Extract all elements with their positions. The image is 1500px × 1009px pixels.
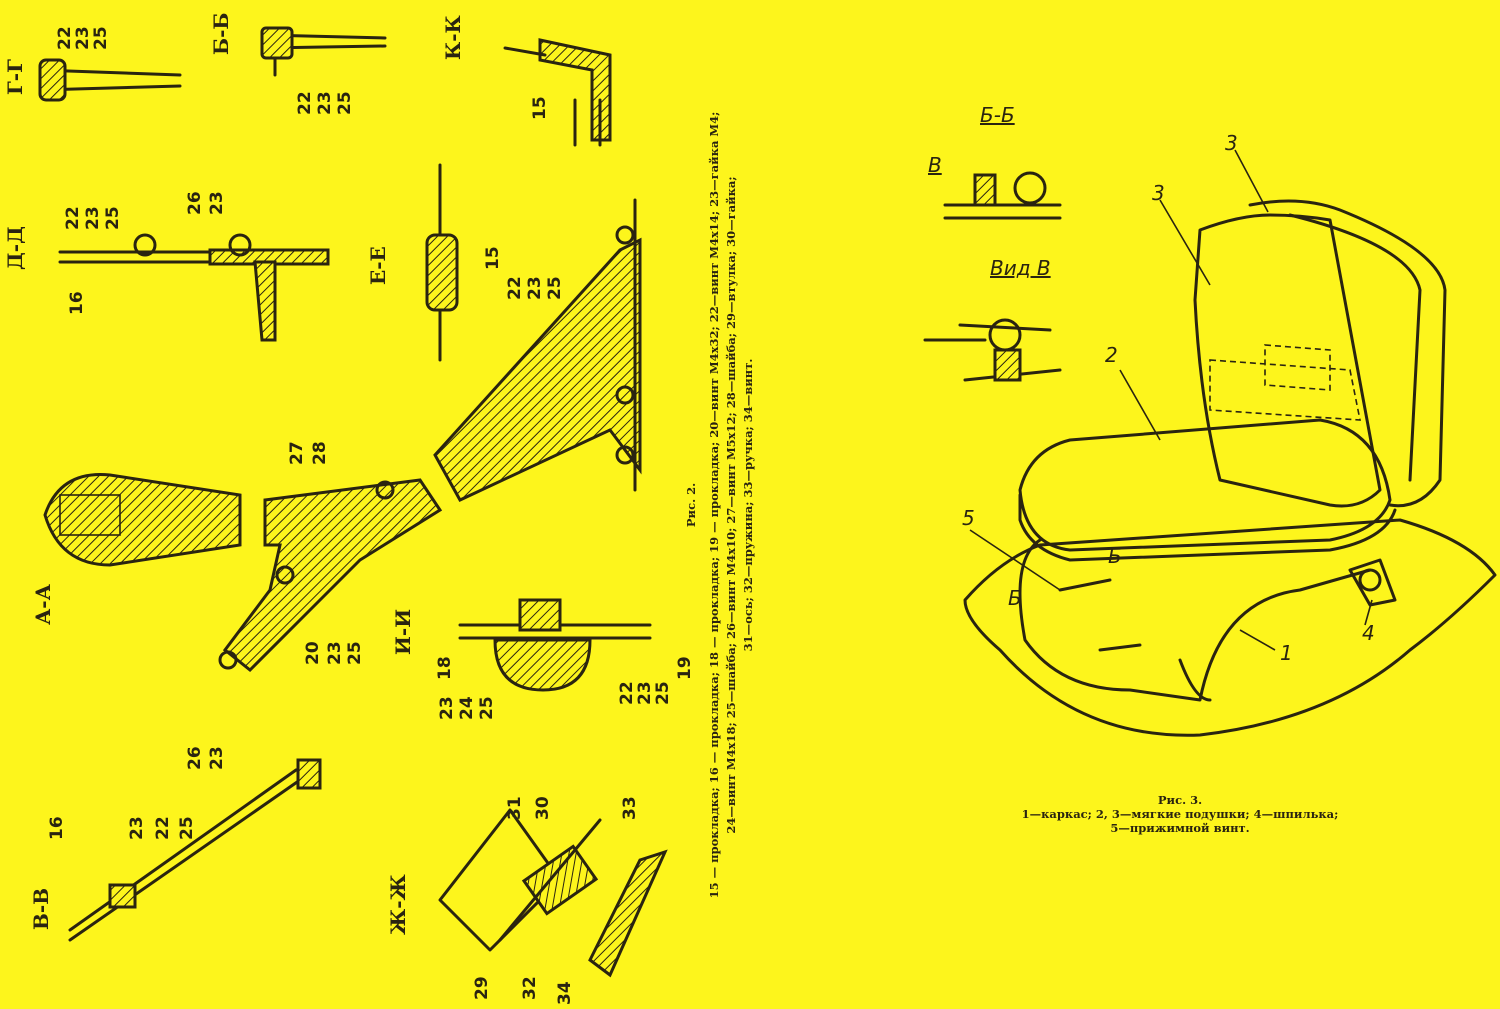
arm-bracket: 22 23 25 27 28 20 23 25 [218, 198, 642, 673]
drawing-label: 25 [653, 681, 673, 705]
drawing-label: Д-Д [3, 226, 27, 270]
drawing-label: Б [1108, 544, 1122, 568]
section-a-a: А-А [31, 473, 242, 625]
drawing-label: 23 [127, 816, 147, 840]
drawing-label: 26 [185, 191, 205, 215]
drawing-label: Б-Б [980, 103, 1015, 127]
drawing-label: 16 [67, 291, 87, 315]
caption-line: 24—винт М4х18; 25—шайба; 26—винт М4х10; … [724, 176, 738, 834]
drawing-label: 31 [505, 796, 525, 820]
section-b-b-left: Б-Б 22 23 25 [209, 13, 387, 115]
drawing-label: 3 [1225, 131, 1238, 155]
drawing-label: Г-Г [3, 59, 27, 95]
drawing-label: 22 [153, 816, 173, 840]
drawing-label: 23 [73, 26, 93, 50]
drawing-label: 34 [555, 981, 575, 1005]
drawing-label: 19 [675, 656, 695, 680]
drawing-label: 23 [325, 641, 345, 665]
drawing-label: Вид В [990, 256, 1051, 280]
figure-2-title: Рис. 2. [684, 482, 698, 528]
drawing-label: 23 [525, 276, 545, 300]
drawing-label: В-В [29, 888, 53, 930]
section-v-v: В-В 26 23 16 23 22 25 [29, 746, 322, 942]
section-i-i: И-И 18 23 24 25 22 23 25 19 [391, 598, 695, 720]
drawing-label: 23 [83, 206, 103, 230]
drawing-label: 2 [1105, 343, 1118, 367]
drawing-label: 23 [315, 91, 335, 115]
caption-line: 31—ось; 32—пружина; 33—ручка; 34—винт. [741, 358, 755, 652]
caption-line: 15 — прокладка; 16 — прокладка; 18 — про… [707, 111, 721, 899]
caption-line: 5—прижимной винт. [1110, 821, 1250, 835]
drawing-label: 22 [617, 681, 637, 705]
drawing-label: 1 [1280, 641, 1293, 665]
figure-3-title: Рис. 3. [1157, 793, 1203, 807]
drawing-label: И-И [391, 609, 415, 655]
drawing-label: 16 [47, 816, 67, 840]
drawing-label: К-К [441, 15, 465, 60]
drawing-label: 33 [620, 796, 640, 820]
drawing-label: 5 [962, 506, 975, 530]
drawing-label: В [928, 153, 942, 177]
drawing-label: 22 [63, 206, 83, 230]
drawing-label: 23 [437, 696, 457, 720]
drawing-label: А-А [31, 583, 55, 625]
drawing-label: 4 [1362, 621, 1375, 645]
drawing-label: Е-Е [366, 246, 390, 285]
drawing-label: 20 [303, 641, 323, 665]
section-d-d: Д-Д 22 23 25 26 23 16 [3, 191, 330, 342]
drawing-label: 26 [185, 746, 205, 770]
drawing-label: Б [1008, 586, 1022, 610]
figure-3-caption: Рис. 3. 1—каркас; 2, 3—мягкие подушки; 4… [960, 793, 1400, 835]
drawing-label: 25 [177, 816, 197, 840]
drawing-label: 32 [520, 976, 540, 1000]
caption-line: 1—каркас; 2, 3—мягкие подушки; 4—шпилька… [1021, 807, 1339, 821]
drawing-label: 25 [545, 276, 565, 300]
drawing-label: 25 [345, 641, 365, 665]
drawing-label: 29 [472, 976, 492, 1000]
drawing-label: 25 [477, 696, 497, 720]
drawing-label: 23 [635, 681, 655, 705]
drawing-label: 25 [103, 206, 123, 230]
drawing-label: 25 [91, 26, 111, 50]
section-e-e: Е-Е 15 [366, 163, 503, 362]
drawing-label: 27 [287, 441, 307, 465]
drawing-label: Б-Б [209, 13, 233, 55]
drawing-label: 30 [533, 796, 553, 820]
drawing-label: 24 [457, 696, 477, 720]
drawing-label: 22 [505, 276, 525, 300]
drawing-label: Ж-Ж [386, 873, 410, 935]
seat-drawing: 3 3 1 2 1 4 5 Б Б [962, 131, 1497, 737]
section-k-k: К-К 15 [441, 15, 612, 147]
drawing-label: 22 [55, 26, 75, 50]
drawing-label: 23 [207, 746, 227, 770]
drawing-label: 25 [335, 91, 355, 115]
figure-2-caption: Рис. 2. 15 — прокладка; 16 — прокладка; … [683, 5, 757, 1005]
section-g-g: Г-Г 22 23 25 [3, 26, 182, 102]
drawing-label: 28 [310, 441, 330, 465]
drawing-label: 18 [435, 656, 455, 680]
drawing-label: 22 [295, 91, 315, 115]
drawing-label: 23 [207, 191, 227, 215]
section-zh-zh: Ж-Ж 31 30 33 29 32 34 [386, 796, 668, 1005]
drawing-label: 3 [1152, 181, 1165, 205]
drawing-label: 15 [530, 96, 550, 120]
drawing-label: 15 [483, 246, 503, 270]
section-b-b-right: Б-Б В Вид В [923, 103, 1062, 382]
